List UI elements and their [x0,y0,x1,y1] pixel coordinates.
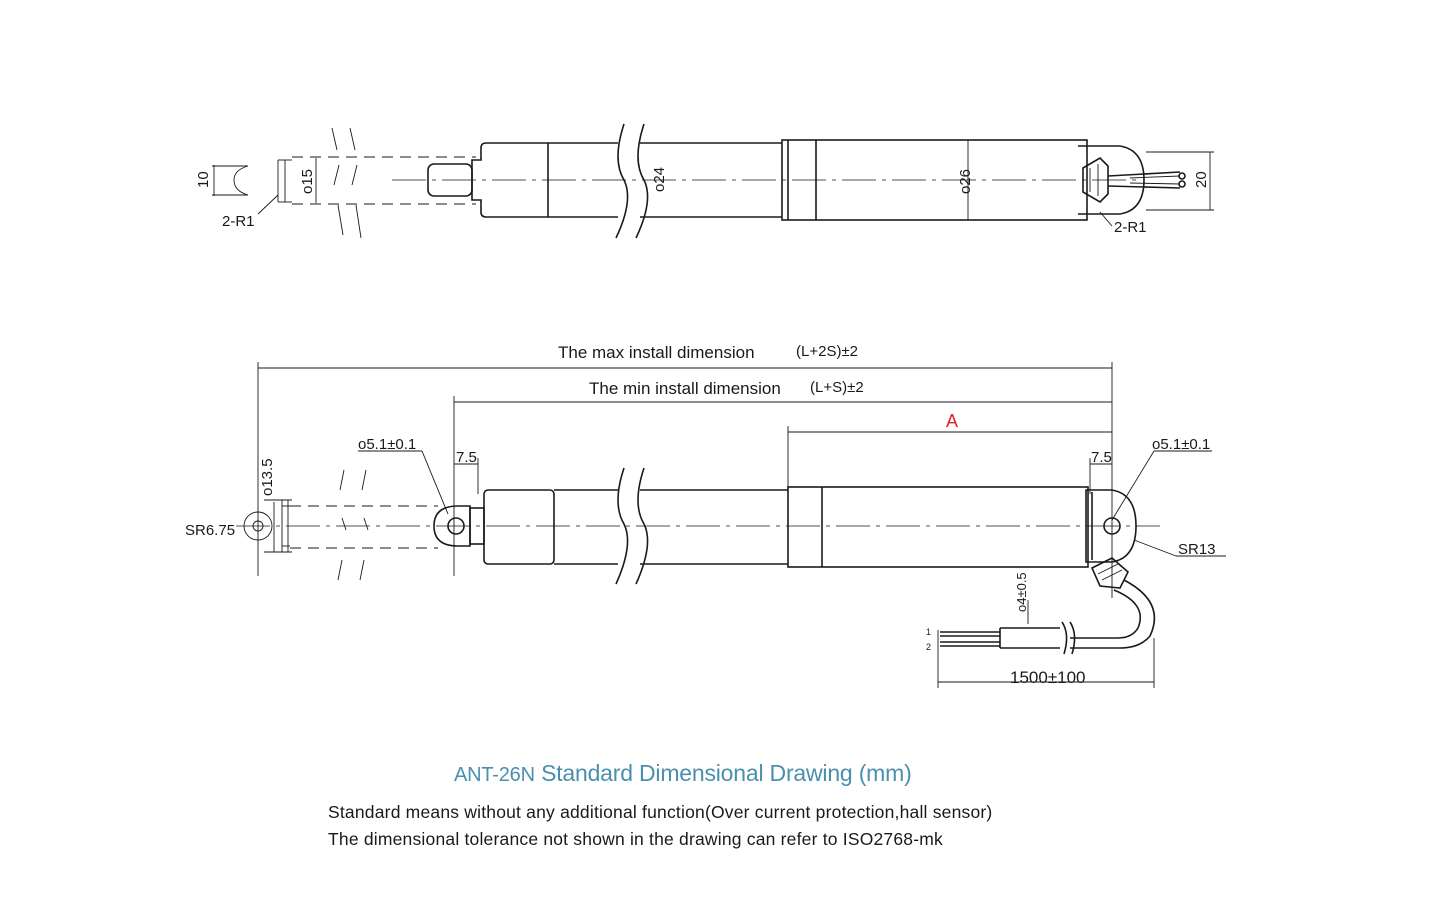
label-wire-1: 1 [926,627,931,637]
label-cable-length: 1500±100 [1010,668,1086,687]
label-dimension-a: A [946,411,958,431]
side-motor-housing [787,486,1089,568]
label-right-hole: ο5.1±0.1 [1152,436,1210,453]
label-left-radius: 2-R1 [222,213,255,230]
side-cable [940,557,1156,655]
side-front-cap [483,489,555,565]
drawing-title: ANT-26N Standard Dimensional Drawing (mm… [454,760,912,787]
label-wire-2: 2 [926,642,931,652]
side-rod-extension-ghost [243,469,438,581]
note-standard: Standard means without any additional fu… [328,802,993,822]
label-end-height: 20 [1193,171,1210,188]
top-tube-break [615,123,649,239]
top-cable [1107,171,1186,189]
label-left-offset: 7.5 [456,449,477,466]
top-rod-extension-ghost [212,127,476,239]
title-text: Standard Dimensional Drawing [541,760,853,786]
side-view: The max install dimension (L+2S)±2 The m… [185,343,1226,688]
side-rod-eye [433,505,471,547]
label-min-install-text: The min install dimension [589,379,781,398]
label-max-install-formula: (L+2S)±2 [796,343,858,360]
top-rear-clevis [1078,145,1145,215]
label-tube-diameter: ο24 [651,167,668,192]
label-left-hole: ο5.1±0.1 [358,436,416,453]
label-right-sphere: SR13 [1178,541,1216,558]
label-max-install-text: The max install dimension [558,343,755,362]
label-motor-diameter: ο26 [957,169,974,194]
label-rod-end-diameter: ο13.5 [259,458,276,496]
label-right-radius: 2-R1 [1114,219,1147,236]
label-rod-height: 10 [195,171,212,188]
top-view: 10 ο15 2-R1 ο24 ο26 2-R1 20 [195,123,1214,239]
label-left-sphere: SR6.75 [185,522,235,539]
label-right-offset: 7.5 [1091,449,1112,466]
label-min-install-formula: (L+S)±2 [810,379,864,396]
unit-text: (mm) [858,760,912,786]
label-rod-diameter: ο15 [299,169,316,194]
model-name: ANT-26N [454,764,535,786]
note-tolerance: The dimensional tolerance not shown in t… [328,829,943,849]
label-cable-diameter: ο4±0.5 [1014,572,1029,612]
